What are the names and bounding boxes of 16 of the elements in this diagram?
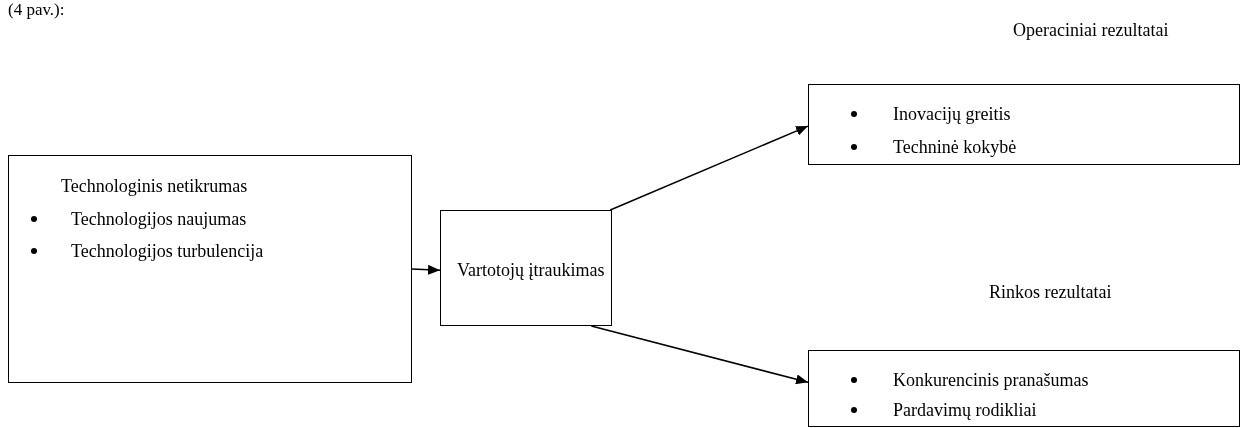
box-title: Vartotojų įtraukimas (457, 259, 605, 281)
arrow (609, 125, 809, 211)
bullet-item: Inovacijų greitis (893, 103, 1011, 125)
bullet-item: Techninė kokybė (893, 136, 1017, 158)
bullet-item: Technologijos naujumas (71, 208, 247, 230)
bullet-list-box (8, 155, 412, 383)
box-heading: Operaciniai rezultatai (1013, 19, 1169, 41)
figure-reference: (4 pav.): (8, 0, 65, 19)
bullet-item: Konkurencinis pranašumas (893, 369, 1089, 391)
bullet-item: Pardavimų rodikliai (893, 399, 1037, 421)
arrow (411, 264, 441, 275)
box-heading: Rinkos rezultatai (989, 281, 1112, 303)
bullet-item: Technologijos turbulencija (71, 240, 264, 262)
arrow (590, 325, 809, 385)
box-title: Technologinis netikrumas (61, 175, 248, 197)
process-box (440, 210, 612, 326)
